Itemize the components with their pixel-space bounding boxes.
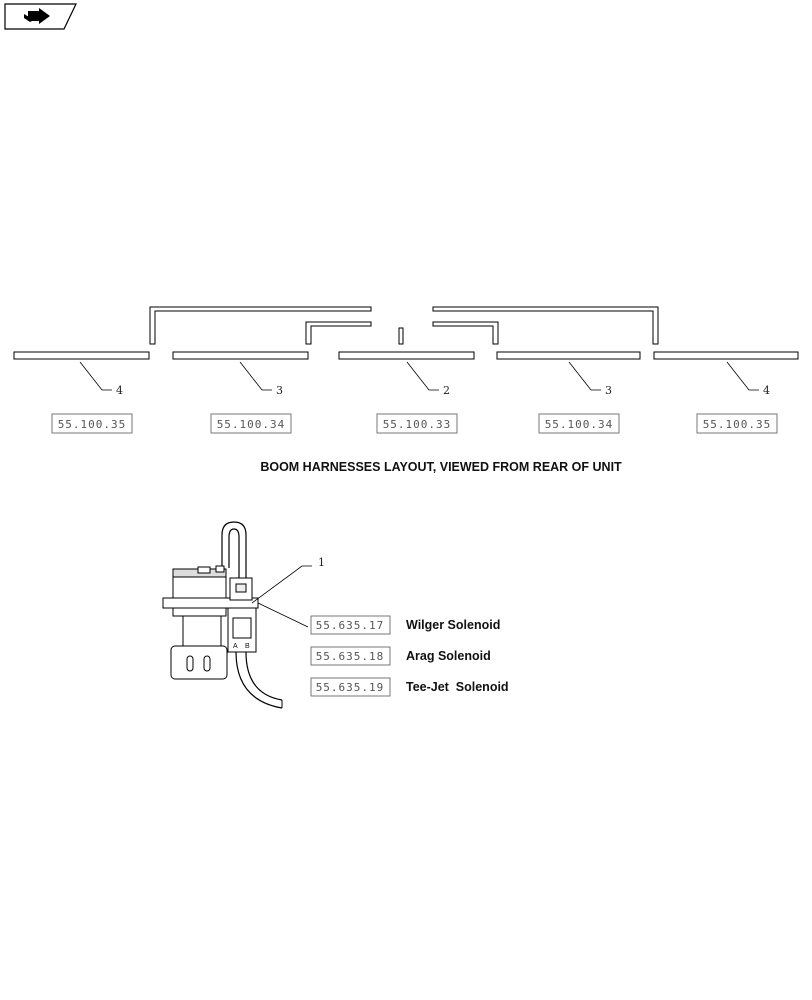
reference-link[interactable]: 55.100.33 <box>376 413 458 434</box>
reference-link[interactable]: 55.100.34 <box>538 413 620 434</box>
harness-right-inner <box>432 321 499 345</box>
boom-harness-layout <box>13 306 799 360</box>
callout-number: 4 <box>116 384 123 397</box>
reference-code: 55.635.19 <box>316 681 385 694</box>
solenoid-label: Tee-Jet Solenoid <box>406 680 509 694</box>
solenoid-item[interactable]: 55.635.17 Wilger Solenoid <box>310 615 500 635</box>
boom-reference-links: 55.100.35 55.100.34 55.100.33 55.100.34 … <box>51 413 778 434</box>
reference-code: 55.635.18 <box>316 650 385 663</box>
boom-section-bar-2[interactable] <box>172 351 309 360</box>
reference-code: 55.100.34 <box>545 418 614 431</box>
solenoid-label: Arag Solenoid <box>406 649 491 663</box>
harness-left-inner <box>305 321 372 345</box>
pin-a-label: A <box>233 643 238 650</box>
back-arrow-icon <box>24 8 50 24</box>
solenoid-leader <box>251 565 312 628</box>
reference-code: 55.100.35 <box>58 418 127 431</box>
boom-section-bar-3[interactable] <box>338 351 475 360</box>
harness-left-outer <box>149 306 372 345</box>
reference-code: 55.100.33 <box>383 418 452 431</box>
reference-link[interactable]: 55.100.35 <box>51 413 133 434</box>
solenoid-illustration: A B <box>162 521 283 709</box>
solenoid-item[interactable]: 55.635.18 Arag Solenoid <box>310 646 491 666</box>
callout-number: 3 <box>605 384 612 397</box>
solenoid-item[interactable]: 55.635.19 Tee-Jet Solenoid <box>310 677 509 697</box>
boom-section-bar-1[interactable] <box>13 351 150 360</box>
diagram-title: BOOM HARNESSES LAYOUT, VIEWED FROM REAR … <box>260 460 622 474</box>
callout-number: 2 <box>443 384 450 397</box>
solenoid-callout: 1 <box>318 556 325 569</box>
boom-section-bar-5[interactable] <box>653 351 799 360</box>
boom-section-bar-4[interactable] <box>496 351 641 360</box>
boom-callouts: 4 3 2 3 4 <box>116 384 770 397</box>
callout-number: 3 <box>276 384 283 397</box>
reference-code: 55.100.35 <box>703 418 772 431</box>
pin-b-label: B <box>245 643 250 650</box>
reference-link[interactable]: 55.100.35 <box>696 413 778 434</box>
reference-code: 55.100.34 <box>217 418 286 431</box>
callout-number: 4 <box>763 384 770 397</box>
reference-link[interactable]: 55.100.34 <box>210 413 292 434</box>
nav-button[interactable] <box>4 3 77 30</box>
reference-code: 55.635.17 <box>316 619 385 632</box>
solenoid-list: 55.635.17 Wilger Solenoid 55.635.18 Arag… <box>310 615 509 697</box>
harness-right-outer <box>432 306 659 345</box>
solenoid-label: Wilger Solenoid <box>406 618 500 632</box>
boom-leaders <box>79 361 759 391</box>
harness-center-stub <box>398 327 404 345</box>
